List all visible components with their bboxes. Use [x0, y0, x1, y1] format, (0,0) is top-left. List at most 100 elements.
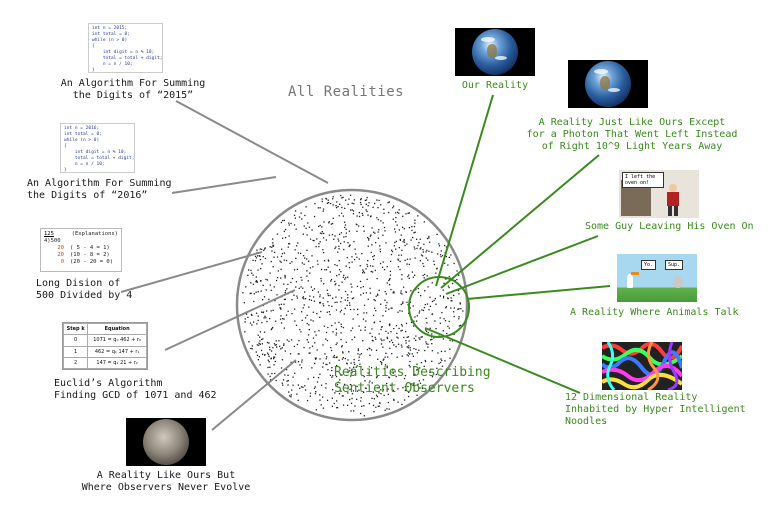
reality-dot [247, 274, 249, 276]
reality-dot [379, 248, 381, 250]
reality-dot [402, 226, 404, 228]
reality-dot [344, 207, 346, 209]
reality-dot [453, 294, 455, 297]
reality-dot [304, 291, 306, 293]
reality-dot [347, 299, 349, 302]
reality-dot [448, 327, 450, 329]
reality-dot [274, 360, 276, 363]
reality-dot [316, 381, 319, 383]
reality-dot [383, 358, 385, 360]
reality-dot [409, 366, 411, 368]
reality-dot [340, 309, 343, 311]
reality-dot [351, 393, 354, 395]
reality-dot [299, 364, 301, 366]
reality-dot [431, 360, 433, 362]
reality-dot [402, 241, 404, 243]
division-rows: 20 ( 5 - 4 = 1)20 (10 - 8 = 2)0 (20 - 20… [44, 245, 118, 266]
reality-dot [356, 385, 358, 387]
reality-dot [273, 256, 275, 258]
reality-dot [330, 223, 332, 225]
reality-dot [373, 322, 375, 324]
reality-dot [351, 256, 353, 258]
reality-dot [391, 353, 393, 355]
reality-dot [332, 196, 334, 198]
reality-dot [386, 382, 388, 385]
reality-dot [412, 305, 414, 307]
euclid-cell: 1071 = q₀ 462 + r₀ [87, 334, 147, 347]
reality-dot [267, 373, 269, 375]
reality-dot [316, 313, 318, 315]
reality-dot [300, 212, 302, 214]
reality-dot [389, 347, 391, 350]
reality-dot [357, 313, 359, 316]
reality-dot [423, 365, 425, 367]
reality-dot [358, 325, 360, 327]
reality-dot [454, 280, 456, 282]
reality-dot [303, 304, 305, 306]
reality-dot [280, 348, 282, 350]
reality-dot [316, 238, 318, 240]
reality-dot [321, 231, 323, 233]
reality-dot [366, 196, 368, 199]
reality-dot [310, 319, 312, 321]
green-leader-lines [424, 94, 611, 394]
reality-dot [335, 309, 338, 311]
reality-dot [400, 330, 402, 332]
reality-dot [341, 395, 343, 397]
reality-dot [257, 359, 259, 361]
reality-dot [326, 399, 329, 401]
reality-dot [409, 301, 412, 303]
reality-dot [300, 386, 303, 388]
reality-dot [450, 254, 452, 256]
reality-dot [351, 327, 354, 329]
reality-dot [376, 375, 378, 378]
reality-dot [257, 334, 259, 336]
code-line: while (n > 0) [64, 138, 100, 143]
reality-dot [349, 367, 351, 369]
reality-dot [256, 323, 258, 325]
division-heading: (Explanations) [71, 231, 118, 237]
reality-dot [338, 269, 341, 271]
reality-dot [273, 356, 275, 358]
gray-leader-lines [120, 100, 329, 431]
reality-dot [309, 347, 311, 349]
reality-dot [372, 271, 374, 273]
reality-dot [380, 343, 383, 345]
reality-dot [380, 328, 382, 331]
reality-dot [402, 387, 404, 389]
reality-dot [368, 238, 370, 240]
reality-dot [270, 358, 272, 360]
reality-dot [302, 255, 305, 257]
reality-dot [257, 319, 259, 322]
leader-noodles [424, 327, 581, 394]
euclid-cell: 147 = q₂ 21 + r₂ [87, 356, 147, 369]
reality-dot [349, 194, 352, 196]
reality-dot [269, 349, 271, 351]
reality-dot [401, 293, 403, 295]
reality-dot [282, 237, 284, 239]
reality-dot [363, 230, 365, 232]
reality-dot [348, 262, 350, 264]
reality-dot [323, 325, 326, 327]
reality-dot [409, 347, 411, 349]
reality-dot [366, 349, 369, 351]
reality-dot [276, 233, 279, 235]
reality-dot [353, 199, 356, 201]
reality-dot [374, 307, 376, 309]
reality-dot [259, 255, 261, 257]
reality-dot [255, 351, 257, 353]
reality-dot [275, 344, 278, 346]
reality-dot [360, 198, 362, 200]
reality-dot [412, 384, 414, 387]
reality-dot [261, 343, 263, 345]
reality-dot [395, 248, 397, 250]
reality-dot [438, 245, 441, 247]
reality-dot [257, 315, 259, 317]
reality-dot [369, 287, 371, 289]
reality-dot [450, 300, 452, 302]
reality-dot [402, 215, 404, 217]
reality-dot [379, 361, 382, 363]
reality-dot [250, 282, 252, 284]
